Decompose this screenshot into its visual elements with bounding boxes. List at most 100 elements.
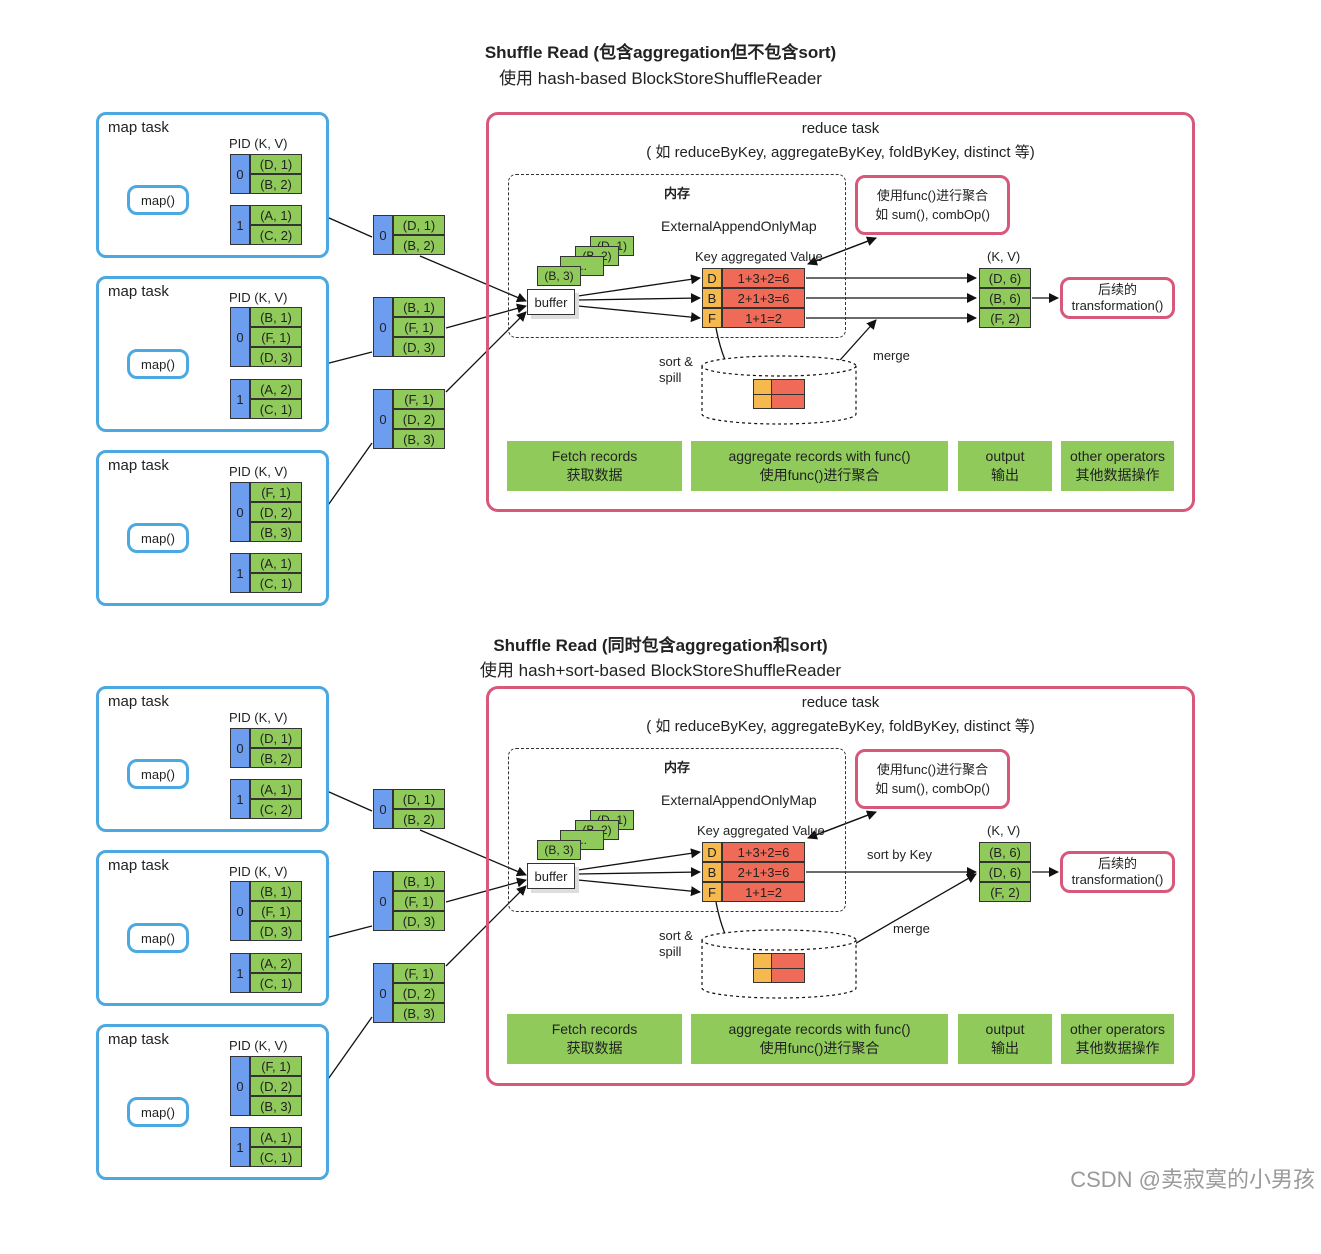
next-line-1: 后续的 [1097, 856, 1137, 871]
map-function: map() [127, 1097, 189, 1127]
stacked-record: (B, 3) [537, 840, 581, 860]
aggregated-value: 2+1+3=6 [722, 862, 805, 882]
spilled-value [771, 394, 805, 409]
stage-aggregate: aggregate records with func() 使用func()进行… [691, 1014, 948, 1064]
record: (C, 2) [250, 799, 302, 819]
next-line-2: transformation() [1071, 872, 1164, 887]
stage-line-1: aggregate records with func() [728, 1021, 911, 1037]
fetched-partition-id: 0 [373, 297, 393, 357]
record: (F, 1) [250, 1056, 302, 1076]
fetched-partition-id: 0 [373, 871, 393, 931]
record: (B, 2) [250, 748, 302, 768]
record: (B, 1) [250, 881, 302, 901]
fetched-record: (F, 1) [393, 317, 445, 337]
record: (A, 1) [250, 553, 302, 573]
pid-header: PID (K, V) [229, 1038, 288, 1053]
aggregated-key: F [702, 308, 722, 328]
memory-region [508, 748, 846, 912]
partition-id: 0 [230, 1056, 250, 1116]
diagram1-title: Shuffle Read (包含aggregation但不包含sort) [484, 43, 837, 62]
record: (A, 1) [250, 779, 302, 799]
diagram2-title: Shuffle Read (同时包含aggregation和sort) [493, 636, 828, 655]
partition-id: 1 [230, 205, 250, 245]
partition-id: 1 [230, 379, 250, 419]
stage-other-operators: other operators 其他数据操作 [1061, 441, 1174, 491]
fetched-record: (F, 1) [393, 389, 445, 409]
sort-spill-label: sort & spill [659, 354, 693, 386]
partition-id: 1 [230, 553, 250, 593]
external-append-only-map-label: ExternalAppendOnlyMap [661, 792, 817, 808]
stage-line-2: 获取数据 [566, 1040, 623, 1056]
stage-line-1: output [985, 1021, 1025, 1037]
fetched-record: (B, 1) [393, 871, 445, 891]
pid-header: PID (K, V) [229, 290, 288, 305]
record: (A, 2) [250, 953, 302, 973]
stage-line-2: 使用func()进行聚合 [759, 467, 880, 483]
pid-header: PID (K, V) [229, 710, 288, 725]
fetched-partition-id: 0 [373, 389, 393, 449]
partition-id: 1 [230, 1127, 250, 1167]
memory-label: 内存 [664, 186, 691, 201]
key-aggregated-value-header: Key aggregated Value [695, 249, 823, 264]
stage-line-2: 使用func()进行聚合 [759, 1040, 880, 1056]
pid-header: PID (K, V) [229, 464, 288, 479]
spilled-key [753, 394, 773, 409]
record: (D, 2) [250, 1076, 302, 1096]
record: (A, 2) [250, 379, 302, 399]
output-record: (B, 6) [979, 288, 1031, 308]
stage-line-1: other operators [1070, 1021, 1165, 1037]
fetched-record: (F, 1) [393, 963, 445, 983]
record: (D, 1) [250, 728, 302, 748]
record: (F, 1) [250, 327, 302, 347]
reduce-task-title: reduce task [801, 120, 880, 137]
record: (D, 2) [250, 502, 302, 522]
map-function: map() [127, 759, 189, 789]
sort-label: sort & [659, 354, 693, 369]
map-task-label: map task [108, 457, 169, 474]
spill-label: spill [659, 944, 682, 959]
aggregated-value: 1+1=2 [722, 308, 805, 328]
record: (A, 1) [250, 205, 302, 225]
diagram1-subtitle: 使用 hash-based BlockStoreShuffleReader [499, 69, 822, 88]
memory-region [508, 174, 846, 338]
aggregated-key: D [702, 268, 722, 288]
output-record: (F, 2) [979, 882, 1031, 902]
record: (B, 1) [250, 307, 302, 327]
partition-id: 1 [230, 953, 250, 993]
pid-header: PID (K, V) [229, 864, 288, 879]
stage-aggregate: aggregate records with func() 使用func()进行… [691, 441, 948, 491]
partition-id: 0 [230, 154, 250, 194]
sort-spill-label: sort & spill [659, 928, 693, 960]
stage-line-1: aggregate records with func() [728, 448, 911, 464]
buffer: buffer [527, 289, 575, 315]
map-function: map() [127, 523, 189, 553]
record: (C, 2) [250, 225, 302, 245]
aggregated-key: D [702, 842, 722, 862]
fetched-record: (B, 3) [393, 429, 445, 449]
aggregated-key: B [702, 862, 722, 882]
record: (C, 1) [250, 1147, 302, 1167]
fetched-record: (B, 2) [393, 809, 445, 829]
output-record: (B, 6) [979, 842, 1031, 862]
next-line-1: 后续的 [1097, 282, 1137, 297]
record: (F, 1) [250, 482, 302, 502]
aggregated-value: 2+1+3=6 [722, 288, 805, 308]
spilled-key [753, 968, 773, 983]
func-box: 使用func()进行聚合 如 sum(), combOp() [855, 749, 1010, 809]
record: (D, 3) [250, 347, 302, 367]
map-task-label: map task [108, 857, 169, 874]
func-line-2: 如 sum(), combOp() [875, 781, 990, 796]
merge-label: merge [873, 348, 910, 363]
record: (C, 1) [250, 399, 302, 419]
func-box: 使用func()进行聚合 如 sum(), combOp() [855, 175, 1010, 235]
external-append-only-map-label: ExternalAppendOnlyMap [661, 218, 817, 234]
fetched-record: (B, 2) [393, 235, 445, 255]
stage-fetch: Fetch records 获取数据 [507, 1014, 682, 1064]
func-line-1: 使用func()进行聚合 [876, 188, 989, 203]
pid-header: PID (K, V) [229, 136, 288, 151]
map-function: map() [127, 349, 189, 379]
fetched-record: (D, 1) [393, 789, 445, 809]
stage-line-2: 输出 [991, 467, 1019, 483]
fetched-partition-id: 0 [373, 963, 393, 1023]
kv-header: (K, V) [987, 249, 1021, 264]
